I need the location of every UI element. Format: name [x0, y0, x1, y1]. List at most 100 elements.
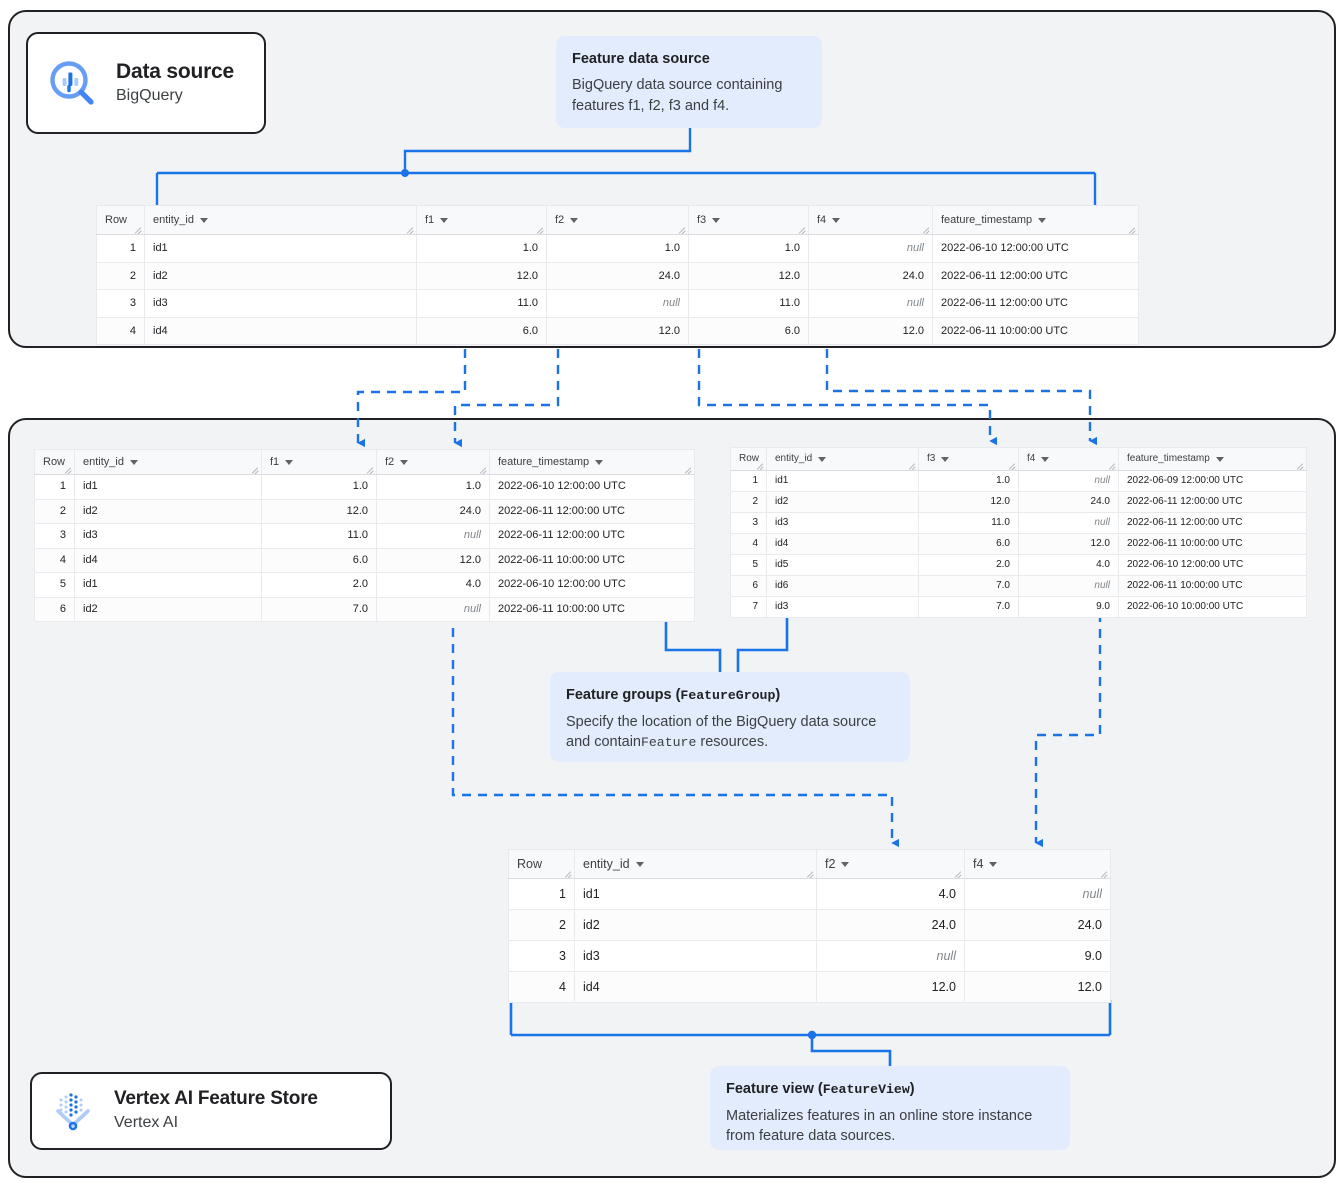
chevron-down-icon[interactable] — [1215, 457, 1224, 462]
column-header-feature_timestamp[interactable]: feature_timestamp — [489, 449, 695, 475]
column-resize-grip-icon[interactable] — [677, 224, 686, 234]
text-cell: id1 — [144, 234, 417, 263]
column-header-f3[interactable]: f3 — [688, 205, 809, 235]
column-header-feature_timestamp[interactable]: feature_timestamp — [932, 205, 1139, 235]
row-number-cell: 3 — [730, 512, 767, 534]
column-header-f4[interactable]: f4 — [964, 849, 1111, 879]
column-resize-grip-icon[interactable] — [405, 224, 414, 234]
numeric-cell: 12.0 — [416, 261, 547, 290]
chevron-down-icon[interactable] — [285, 460, 294, 465]
column-resize-grip-icon[interactable] — [921, 224, 930, 234]
feature-store-card: Vertex AI Feature Store Vertex AI — [30, 1072, 392, 1150]
chevron-down-icon[interactable] — [635, 862, 644, 867]
column-resize-grip-icon[interactable] — [535, 224, 544, 234]
column-resize-grip-icon[interactable] — [1127, 224, 1136, 234]
chevron-down-icon[interactable] — [199, 218, 208, 223]
numeric-cell: 1.0 — [261, 474, 377, 500]
chevron-down-icon[interactable] — [129, 460, 138, 465]
column-header-f2[interactable]: f2 — [376, 449, 490, 475]
column-resize-grip-icon[interactable] — [563, 868, 572, 878]
chevron-down-icon[interactable] — [440, 218, 449, 223]
column-resize-grip-icon[interactable] — [63, 464, 72, 474]
column-header-f1[interactable]: f1 — [261, 449, 377, 475]
column-header-row[interactable]: Row — [96, 205, 145, 235]
column-resize-grip-icon[interactable] — [797, 224, 806, 234]
column-header-row[interactable]: Row — [508, 849, 575, 879]
column-header-f4[interactable]: f4 — [1018, 447, 1119, 471]
chevron-down-icon[interactable] — [841, 862, 850, 867]
text-cell: id4 — [574, 971, 817, 1003]
column-resize-grip-icon[interactable] — [953, 868, 962, 878]
column-header-f4[interactable]: f4 — [808, 205, 933, 235]
column-header-entity_id[interactable]: entity_id — [574, 849, 817, 879]
column-header-label: Row — [517, 857, 543, 871]
column-resize-grip-icon[interactable] — [1107, 460, 1116, 470]
column-header-feature_timestamp[interactable]: feature_timestamp — [1118, 447, 1307, 471]
chevron-down-icon[interactable] — [1041, 457, 1050, 462]
chevron-down-icon[interactable] — [400, 460, 409, 465]
column-resize-grip-icon[interactable] — [1099, 868, 1108, 878]
chevron-down-icon[interactable] — [570, 218, 579, 223]
text-cell: id5 — [766, 554, 919, 576]
column-header-entity_id[interactable]: entity_id — [766, 447, 919, 471]
column-resize-grip-icon[interactable] — [365, 464, 374, 474]
column-header-entity_id[interactable]: entity_id — [144, 205, 417, 235]
column-resize-grip-icon[interactable] — [133, 224, 142, 234]
column-header-f3[interactable]: f3 — [918, 447, 1019, 471]
column-header-f2[interactable]: f2 — [546, 205, 689, 235]
column-header-row[interactable]: Row — [730, 447, 767, 471]
chevron-down-icon[interactable] — [818, 457, 827, 462]
chevron-down-icon[interactable] — [989, 862, 998, 867]
column-resize-grip-icon[interactable] — [1007, 460, 1016, 470]
numeric-cell: 12.0 — [816, 971, 965, 1003]
text-cell: 2022-06-11 10:00:00 UTC — [932, 316, 1139, 345]
chevron-down-icon[interactable] — [832, 218, 841, 223]
row-number-cell: 4 — [34, 547, 75, 573]
text-cell: id3 — [574, 940, 817, 972]
column-resize-grip-icon[interactable] — [683, 464, 692, 474]
chevron-down-icon[interactable] — [941, 457, 950, 462]
chevron-down-icon[interactable] — [595, 460, 604, 465]
column-resize-grip-icon[interactable] — [755, 460, 764, 470]
column-resize-grip-icon[interactable] — [478, 464, 487, 474]
column-resize-grip-icon[interactable] — [1295, 460, 1304, 470]
column-header-label: entity_id — [83, 456, 124, 468]
chevron-down-icon[interactable] — [712, 218, 721, 223]
text-cell: 2022-06-11 12:00:00 UTC — [489, 498, 695, 524]
column-header-row[interactable]: Row — [34, 449, 75, 475]
column-header-entity_id[interactable]: entity_id — [74, 449, 262, 475]
callout-feature-view: Feature view (FeatureView) Materializes … — [710, 1066, 1070, 1150]
column-resize-grip-icon[interactable] — [250, 464, 259, 474]
numeric-cell: 24.0 — [546, 261, 689, 290]
chevron-down-icon[interactable] — [1038, 218, 1047, 223]
column-resize-grip-icon[interactable] — [907, 460, 916, 470]
column-resize-grip-icon[interactable] — [805, 868, 814, 878]
column-header-f2[interactable]: f2 — [816, 849, 965, 879]
column-header-f1[interactable]: f1 — [416, 205, 547, 235]
